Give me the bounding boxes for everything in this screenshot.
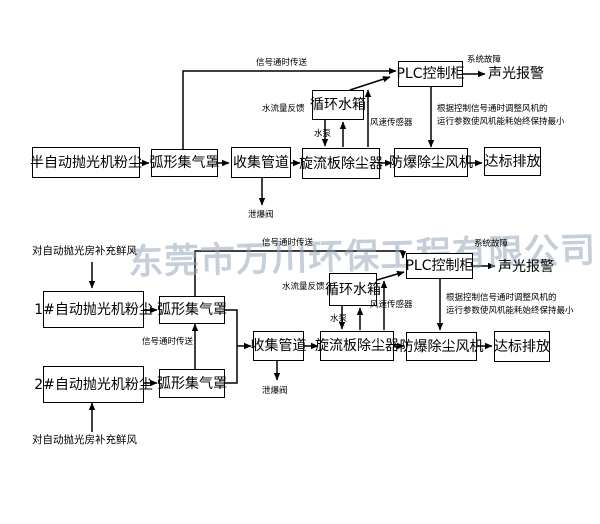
bottom-signal-top-label: 信号通时传送 <box>262 238 314 248</box>
bottom-source1-box: 1#自动抛光机粉尘 <box>34 291 153 328</box>
bottom-fresh-air-bottom-label: 对自动抛光房补充鲜风 <box>32 434 137 446</box>
top-pump-label: 水泵 <box>314 129 332 139</box>
bottom-note-line-2: 运行参数使风机能耗始终保持最小 <box>446 306 574 316</box>
bottom-discharge-box: 达标排放 <box>494 331 550 362</box>
bottom-signal-mid-label: 信号通时传送 <box>142 337 194 347</box>
bottom-explosion-valve-label: 泄爆阀 <box>262 386 288 396</box>
bottom-hood1-box: 弧形集气罩 <box>157 296 227 324</box>
top-note-line-1: 根据控制信号通时调整风机的 <box>437 104 548 114</box>
top-speed-sensor-label: 风速传感器 <box>370 118 413 128</box>
bottom-source2-box: 2#自动抛光机粉尘 <box>34 366 153 403</box>
top-discharge-box: 达标排放 <box>484 147 541 176</box>
bottom-fresh-air-top-label: 对自动抛光房补充鲜风 <box>32 245 137 257</box>
bottom-flow-feedback-label: 水流量反馈 <box>282 282 325 292</box>
bottom-plc-box: PLC控制柜 <box>405 253 474 279</box>
top-tank-box: 循环水箱 <box>310 90 366 120</box>
top-collector-box: 旋流板除尘器 <box>299 148 383 179</box>
bottom-alarm-label: 声光报警 <box>498 259 554 275</box>
top-fan-box: 防爆除尘风机 <box>389 148 473 177</box>
bottom-tank-box: 循环水箱 <box>325 273 381 306</box>
top-flow-feedback-label: 水流量反馈 <box>262 104 305 114</box>
top-note-line-2: 运行参数使风机能耗始终保持最小 <box>437 117 565 127</box>
bottom-collector-box: 旋流板除尘器 <box>315 331 399 361</box>
top-fault-label: 系统故障 <box>467 55 502 65</box>
bottom-pump-label: 水泵 <box>330 314 348 324</box>
bottom-fan-box: 防爆除尘风机 <box>400 332 484 361</box>
bottom-duct-box: 收集管道 <box>251 331 307 361</box>
top-explosion-valve-label: 泄爆阀 <box>248 210 274 220</box>
top-alarm-label: 声光报警 <box>488 66 544 82</box>
top-hood-box: 弧形集气罩 <box>150 149 220 177</box>
bottom-note-line-1: 根据控制信号通时调整风机的 <box>446 293 557 303</box>
top-duct-box: 收集管道 <box>231 147 291 178</box>
top-source-box: 半自动抛光机粉尘 <box>30 147 142 178</box>
top-signal-label: 信号通时传送 <box>256 58 308 68</box>
top-plc-box: PLC控制柜 <box>396 61 465 87</box>
bottom-hood2-box: 弧形集气罩 <box>157 369 227 398</box>
bottom-speed-sensor-label: 风速传感器 <box>370 300 413 310</box>
bottom-fault-label: 系统故障 <box>474 239 509 249</box>
